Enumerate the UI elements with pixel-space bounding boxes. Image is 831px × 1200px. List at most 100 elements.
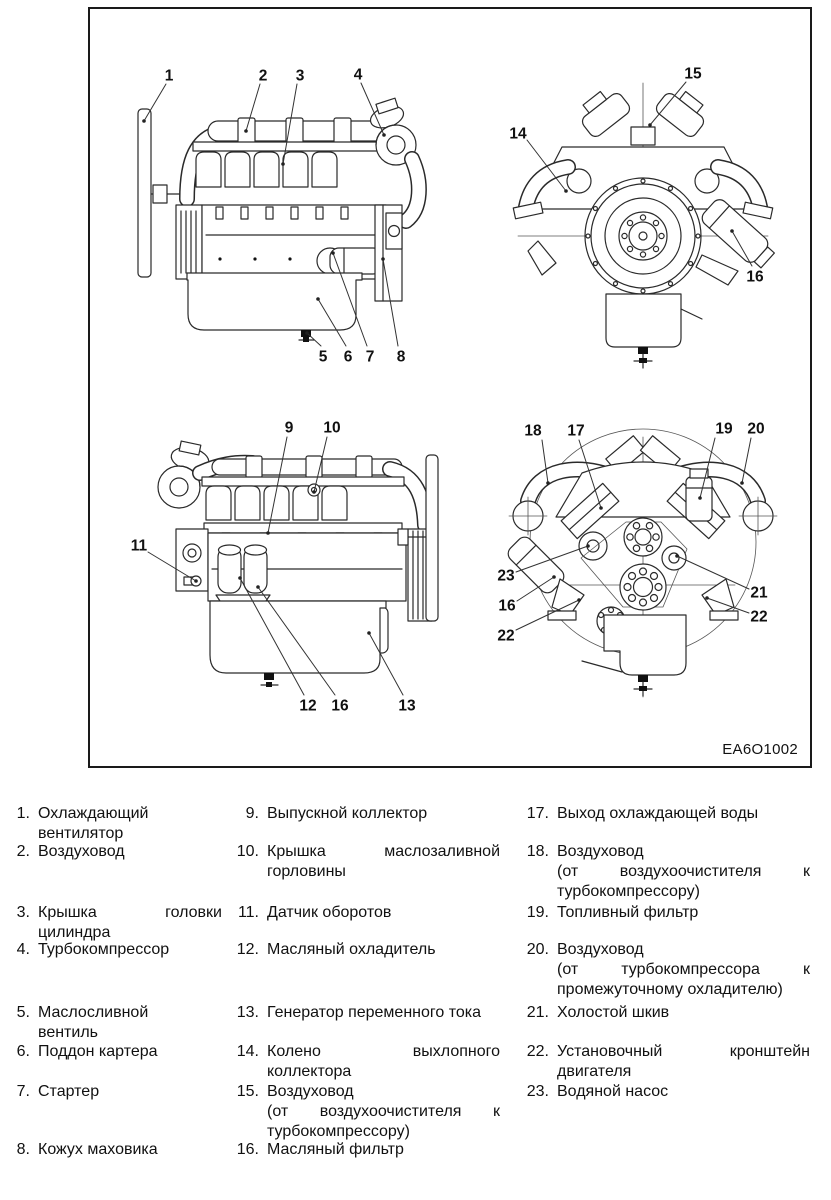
legend-item-text: Генератор переменного тока (267, 1004, 482, 1021)
callout-dot (740, 481, 744, 485)
callout-leader-line (313, 436, 328, 493)
legend-item-number: 15. (236, 1083, 259, 1100)
callout-label: 19 (715, 421, 733, 438)
callout-leader-line (676, 555, 750, 590)
engine-mount-brackets (547, 578, 739, 621)
legend-item-text: Выход охлаждающей воды (557, 805, 759, 822)
legend-item: 8.Кожух маховика (10, 1140, 222, 1160)
callout-label: 22 (750, 609, 767, 626)
legend-item-number: 3. (16, 904, 30, 921)
callout-label: 22 (497, 628, 514, 645)
callout-label: 4 (354, 67, 363, 84)
callout-label: 1 (165, 68, 174, 85)
callout-leader-line (368, 632, 404, 696)
oil-pan (209, 600, 387, 687)
callout-label: 6 (344, 349, 353, 366)
cooling-fan (137, 108, 188, 278)
legend-item: 17.Выход охлаждающей воды (523, 804, 810, 842)
callout-leader-line (706, 597, 750, 614)
callout-label: 14 (509, 126, 527, 143)
callout-leader-line (649, 81, 687, 126)
callout-dot (552, 575, 556, 579)
callout-leader-line (731, 230, 753, 267)
callout-label: 23 (497, 568, 515, 585)
callout-dot (564, 189, 568, 193)
legend-item-text: Воздуховод (38, 843, 125, 860)
callout-dot (648, 123, 652, 127)
callout-dot (142, 119, 146, 123)
callout-label: 2 (259, 68, 268, 85)
callout-leader-line (526, 139, 567, 192)
callout-leader-line (515, 599, 580, 631)
callout-leader-line (282, 83, 298, 165)
legend-item: 16.Масляный фильтр (233, 1140, 500, 1160)
callout-label: 9 (285, 420, 294, 437)
callout-label: 16 (498, 598, 516, 615)
flywheel-housing (374, 204, 403, 302)
callout-dot (698, 496, 702, 500)
legend-item-number: 4. (16, 941, 30, 958)
legend-item-number: 2. (16, 843, 30, 860)
idler-pulley (661, 545, 687, 571)
callout-leader-line (306, 332, 322, 347)
callout-leader-line (541, 439, 549, 484)
callout-dot (331, 251, 335, 255)
legend-item-text: Стартер (38, 1083, 100, 1100)
legend-item-number: 7. (16, 1083, 30, 1100)
legend-item-text: Холостой шкив (557, 1004, 670, 1021)
legend-item-text: Масляный фильтр (267, 1141, 404, 1158)
callout-dot (382, 133, 386, 137)
legend-item-text: Водяной насос (557, 1083, 669, 1100)
legend-item-number: 19. (526, 904, 549, 921)
legend-item: 7. Стартер (10, 1082, 222, 1140)
callout-dot (316, 297, 320, 301)
legend-item-number: 11. (237, 904, 259, 921)
legend-item-number: 22. (526, 1043, 549, 1060)
callout-label: 18 (524, 423, 542, 440)
callout-label: 13 (398, 698, 416, 715)
legend-item-number: 13. (236, 1004, 259, 1021)
legend-item-text: Топливный фильтр (557, 904, 699, 921)
oil-pan (186, 272, 363, 342)
exhaust-manifold (203, 522, 403, 534)
legend-item-number: 12. (236, 941, 259, 958)
legend-item-text: Кожух маховика (38, 1141, 158, 1158)
callout-leader-line (516, 576, 555, 602)
callout-label: 21 (750, 585, 768, 602)
legend-item-number: 1. (16, 805, 30, 822)
legend-item: 12. Масляный охладитель (233, 940, 500, 1003)
callout-dot (367, 631, 371, 635)
callout-leader-line (360, 82, 385, 136)
cooling-fan (397, 454, 439, 622)
flywheel (584, 177, 702, 295)
legend-item-number: 6. (16, 1043, 30, 1060)
callout-dot (577, 598, 581, 602)
callout-label: 7 (366, 349, 375, 366)
legend-item-text: Масляный охладитель (267, 941, 436, 958)
callout-dot (281, 162, 285, 166)
callout-leader-line (699, 437, 716, 499)
fuel-filter (685, 468, 713, 522)
callout-label: 5 (319, 349, 328, 366)
callout-dot (244, 129, 248, 133)
callout-dot (705, 596, 709, 600)
oil-pan (581, 614, 687, 697)
legend-item: 11.Датчик оборотов (233, 903, 500, 940)
callout-leader-line (382, 258, 399, 347)
legend-item: 23.Водяной насос (523, 1082, 810, 1140)
callout-leader-line (257, 586, 336, 696)
legend-item-number: 5. (16, 1004, 30, 1021)
callout-label: 3 (296, 68, 305, 85)
water-pump-pulley (578, 531, 608, 561)
legend-item: 13. Генератор переменного тока (233, 1003, 500, 1042)
figure-code: EA6O1002 (722, 741, 798, 758)
